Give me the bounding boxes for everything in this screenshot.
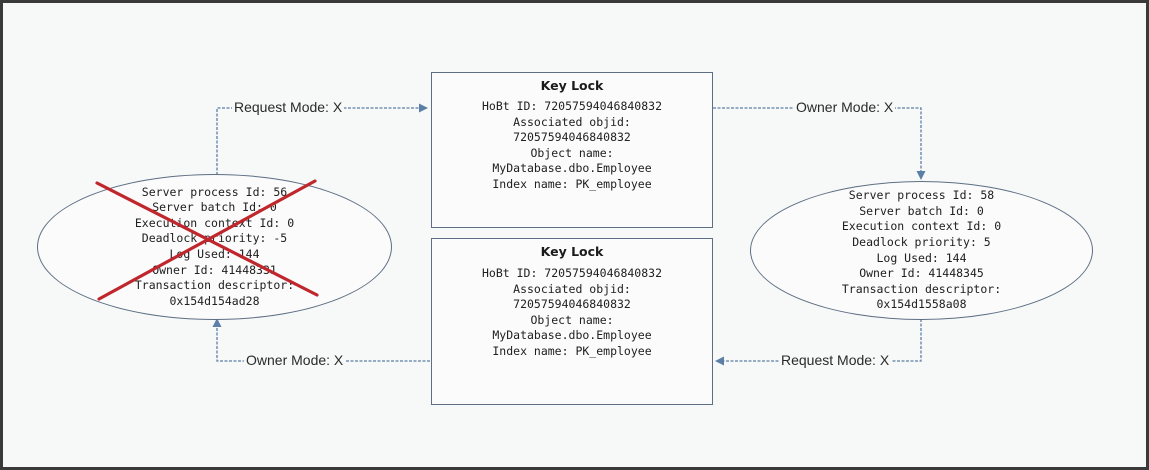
deadlock-priority: Deadlock priority: 5 [852, 234, 991, 249]
log-used: Log Used: 144 [169, 247, 260, 261]
key-lock-title: Key Lock [540, 244, 604, 259]
process-node-victim[interactable]: Server process Id: 56 Server batch Id: 0… [37, 174, 392, 320]
associated-objid-value: 72057594046840832 [513, 130, 631, 145]
object-name-value: MyDatabase.dbo.Employee [492, 161, 652, 176]
edge-label-request-bottom-right: Request Mode: X [779, 352, 892, 369]
object-name-label: Object name: [530, 312, 614, 327]
connector-request-bottom-right [715, 319, 922, 366]
owner-id: Owner Id: 41448345 [859, 266, 984, 281]
edge-label-request-top-left: Request Mode: X [232, 99, 345, 116]
deadlock-priority: Deadlock priority: -5 [141, 231, 288, 246]
associated-objid-value: 72057594046840832 [513, 297, 631, 312]
transaction-descriptor-value: 0x154d1558a08 [876, 297, 967, 312]
server-process-id: Server process Id: 56 [141, 184, 288, 199]
owner-id: Owner Id: 41448331 [152, 262, 277, 277]
transaction-descriptor-value: 0x154d154ad28 [169, 293, 260, 308]
server-process-id: Server process Id: 58 [848, 188, 995, 203]
index-name-line: Index name: PK_employee [492, 343, 652, 358]
edge-label-owner-top-right: Owner Mode: X [794, 99, 896, 116]
key-lock-title: Key Lock [540, 78, 604, 93]
index-name-line: Index name: PK_employee [492, 176, 652, 191]
log-used: Log Used: 144 [876, 250, 967, 265]
execution-context-id: Execution context Id: 0 [841, 219, 1002, 234]
object-name-value: MyDatabase.dbo.Employee [492, 328, 652, 343]
transaction-descriptor-label: Transaction descriptor: [134, 278, 295, 293]
associated-objid-label: Associated objid: [513, 114, 631, 129]
server-batch-id: Server batch Id: 0 [152, 200, 277, 215]
transaction-descriptor-label: Transaction descriptor: [841, 281, 1002, 296]
deadlock-victim-x-mark [95, 179, 319, 301]
hobt-id-line: HoBt ID: 72057594046840832 [481, 99, 662, 113]
object-name-label: Object name: [530, 145, 614, 160]
key-lock-node-top[interactable]: Key Lock HoBt ID: 72057594046840832 Asso… [431, 72, 713, 228]
process-node-survivor[interactable]: Server process Id: 58 Server batch Id: 0… [750, 181, 1093, 320]
key-lock-node-bottom[interactable]: Key Lock HoBt ID: 72057594046840832 Asso… [431, 238, 713, 405]
server-batch-id: Server batch Id: 0 [859, 203, 984, 218]
connector-owner-bottom-left [212, 318, 430, 362]
connector-request-top-left [216, 103, 428, 175]
edge-label-owner-bottom-left: Owner Mode: X [244, 352, 346, 369]
execution-context-id: Execution context Id: 0 [134, 215, 295, 230]
hobt-id-line: HoBt ID: 72057594046840832 [481, 266, 662, 280]
connector-layer [212, 103, 926, 366]
victim-mark-stroke [97, 179, 317, 301]
associated-objid-label: Associated objid: [513, 281, 631, 296]
connector-owner-top-right [713, 107, 926, 180]
